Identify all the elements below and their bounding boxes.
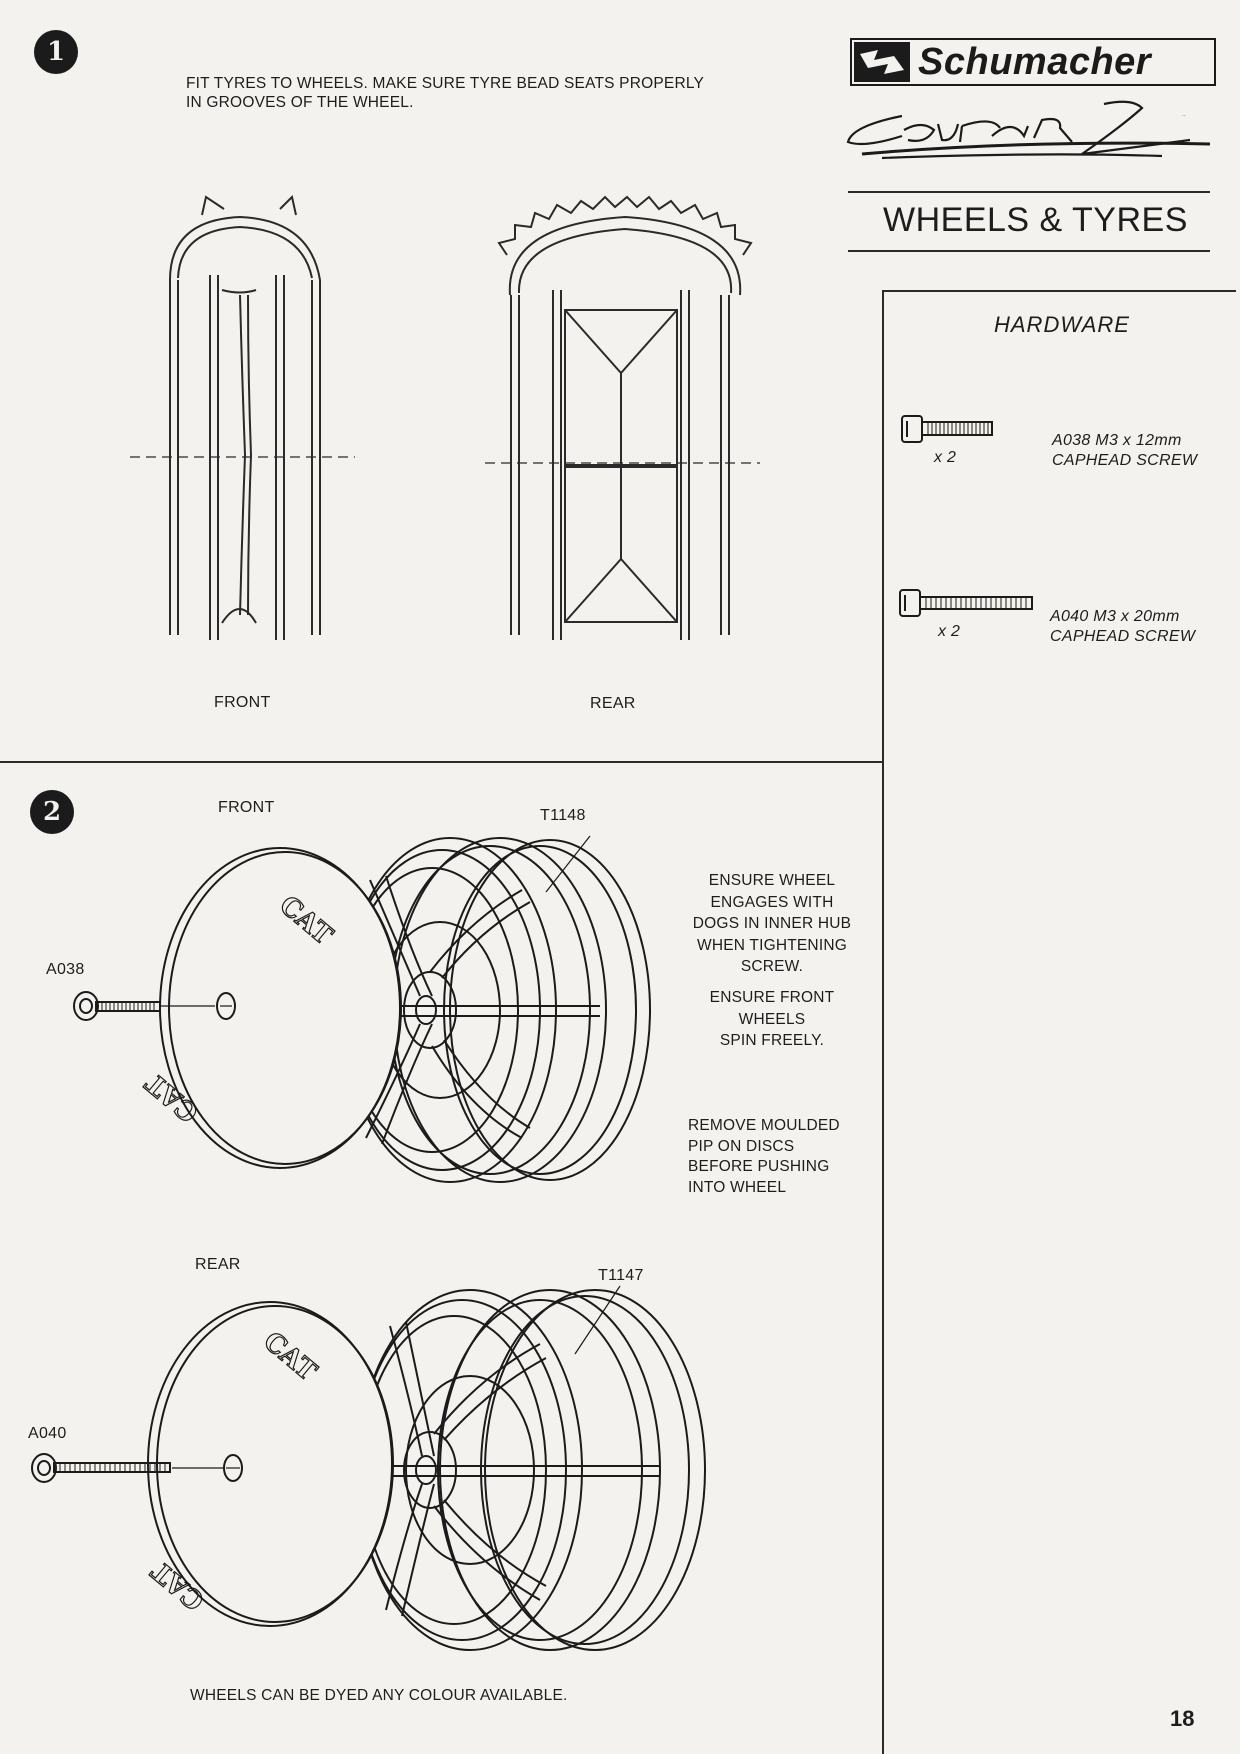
note-engage-dogs-line1: ENSURE WHEEL <box>708 872 836 889</box>
note-spin-freely-line1: ENSURE FRONT <box>709 989 835 1006</box>
note-engage-dogs-line4: WHEN TIGHTENING <box>697 936 847 954</box>
note-remove-pip-line2: PIP ON DISCS <box>688 1137 795 1155</box>
schumacher-flag-icon <box>854 42 910 82</box>
tyre-crown <box>170 217 320 280</box>
note-spin-freely-line3: SPIN FREELY. <box>719 1032 825 1049</box>
m3x12-caphead-screw-icon <box>898 412 998 446</box>
section-title: WHEELS & TYRES <box>883 201 1188 239</box>
step-2-front-label: FRONT <box>218 799 275 816</box>
note-remove-pip-line4: INTO WHEEL <box>688 1178 787 1196</box>
note-engage-dogs-line5: SCREW. <box>740 958 804 975</box>
front-wheel-part-label: T1148 <box>540 807 586 824</box>
note-engage-dogs: ENSURE WHEEL ENGAGES WITH DOGS IN INNER … <box>682 870 862 978</box>
note-engage-dogs-line3: DOGS IN INNER HUB <box>692 915 852 932</box>
step-2-badge: 2 <box>30 790 74 834</box>
hardware-item-1-line2: CAPHEAD SCREW <box>1052 452 1198 469</box>
rear-wheel-assembly-diagram: CAT CAT <box>30 1280 720 1660</box>
brand-name: Schumacher <box>918 40 1152 83</box>
hardware-item-1-desc: A038 M3 x 12mm CAPHEAD SCREW <box>1052 431 1197 471</box>
step-2-rear-label: REAR <box>195 1256 241 1273</box>
schumacher-logo: Schumacher <box>850 38 1216 86</box>
front-screw-part-label: A038 <box>46 961 85 978</box>
title-rule-bottom <box>848 250 1210 252</box>
hardware-title: HARDWARE <box>994 312 1130 337</box>
footer-note: WHEELS CAN BE DYED ANY COLOUR AVAILABLE. <box>190 1687 568 1704</box>
step-1-rear-label: REAR <box>590 695 636 712</box>
note-remove-pip: REMOVE MOULDED PIP ON DISCS BEFORE PUSHI… <box>688 1116 840 1198</box>
front-wheel-assembly-diagram: CAT CAT <box>70 820 690 1190</box>
title-rule-top <box>848 191 1210 193</box>
model-logo-text: Cougar 2 <box>1182 115 1187 117</box>
step-1-front-label: FRONT <box>214 694 271 711</box>
front-tyre-section-diagram <box>130 195 370 645</box>
note-spin-freely-line2: WHEELS <box>738 1010 806 1028</box>
step-1-instruction-line1: FIT TYRES TO WHEELS. MAKE SURE TYRE BEAD… <box>186 75 705 92</box>
hardware-item-2-qty: x 2 <box>938 623 961 640</box>
rear-screw-part-label: A040 <box>28 1425 67 1442</box>
m3x20-caphead-screw-icon <box>896 586 1036 620</box>
step-1-badge: 1 <box>34 30 78 74</box>
hardware-item-2-desc: A040 M3 x 20mm CAPHEAD SCREW <box>1050 607 1195 647</box>
step-1-number: 1 <box>46 37 66 67</box>
cougar-2-model-logo: Cougar 2 <box>842 96 1218 174</box>
step-1-instruction-line2: IN GROOVES OF THE WHEEL. <box>186 94 414 111</box>
note-spin-freely: ENSURE FRONT WHEELS SPIN FREELY. <box>682 987 862 1052</box>
hardware-item-1-qty: x 2 <box>934 449 957 466</box>
hardware-item-2-line2: CAPHEAD SCREW <box>1050 628 1196 645</box>
rear-tyre-section-diagram <box>485 195 765 645</box>
hardware-item-1-line1: A038 M3 x 12mm <box>1052 432 1182 449</box>
step-1-instruction: FIT TYRES TO WHEELS. MAKE SURE TYRE BEAD… <box>186 74 704 112</box>
note-remove-pip-line3: BEFORE PUSHING <box>688 1158 830 1175</box>
hardware-item-2-line1: A040 M3 x 20mm <box>1050 608 1180 625</box>
note-engage-dogs-line2: ENGAGES WITH <box>710 893 834 911</box>
hardware-panel <box>882 290 1236 1754</box>
step-2-number: 2 <box>42 797 62 827</box>
step-divider <box>0 761 882 763</box>
rear-wheel-part-label: T1147 <box>598 1267 644 1284</box>
page-number: 18 <box>1170 1706 1195 1731</box>
note-remove-pip-line1: REMOVE MOULDED <box>688 1117 840 1134</box>
